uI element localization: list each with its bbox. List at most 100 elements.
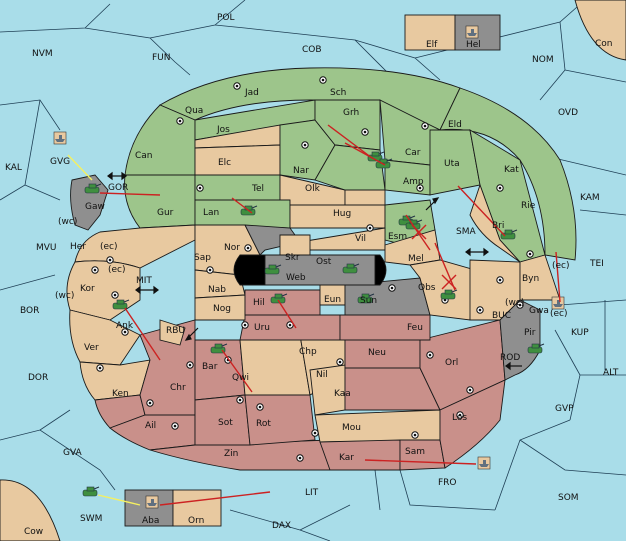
region-orn[interactable] (172, 489, 222, 527)
order-arrow (555, 251, 561, 303)
supply-center-dot (208, 268, 212, 272)
region-ank[interactable] (69, 309, 141, 366)
region-pir[interactable] (499, 299, 541, 381)
label-chp: Chp (299, 347, 317, 357)
label-elf: Elf (426, 40, 438, 50)
supply-center-dot (458, 413, 462, 417)
supply-center-dot (178, 119, 182, 123)
label-orl: Orl (445, 358, 458, 368)
label-mit: MIT (136, 276, 152, 286)
label-los: Los (452, 413, 467, 423)
fleet-unit-icon[interactable] (145, 495, 159, 509)
fleet-unit-icon[interactable] (53, 131, 67, 145)
label-tei: TEI (589, 259, 604, 269)
label-hug: Hug (333, 209, 351, 219)
army-unit-icon[interactable] (440, 289, 458, 300)
army-unit-icon[interactable] (527, 343, 545, 354)
region-elf[interactable] (404, 14, 456, 51)
label-gva: GVA (63, 448, 83, 458)
region-gur[interactable] (124, 174, 196, 229)
label-gor: GOR (108, 183, 128, 193)
order-arrow (277, 299, 297, 329)
army-unit-icon[interactable] (112, 299, 130, 310)
label-gvp: GVP (555, 404, 574, 414)
region-qwi[interactable] (239, 334, 311, 396)
label-nab: Nab (208, 285, 226, 295)
supply-center-dot (235, 84, 239, 88)
label-sot: Sot (218, 418, 233, 428)
label-mel: Mel (408, 254, 424, 264)
fleet-unit-icon[interactable] (551, 296, 565, 310)
supply-center-dot (298, 456, 302, 460)
region-bri[interactable] (469, 183, 521, 263)
label-hel: Hel (466, 40, 481, 50)
fleet-unit-icon[interactable] (465, 25, 479, 39)
region-web-ost[interactable] (264, 254, 376, 286)
army-unit-icon[interactable] (357, 293, 375, 304)
region-elc[interactable] (194, 144, 281, 176)
label-fro: FRO (438, 478, 457, 488)
army-unit-icon[interactable] (264, 264, 282, 275)
order-arrow (231, 197, 253, 214)
region-group-south (109, 314, 506, 471)
label-sun: Sun (360, 296, 377, 306)
label-ank: Ank (116, 321, 134, 331)
label-dor: DOR (28, 373, 48, 383)
region-rbu-coast[interactable] (159, 319, 186, 346)
order-arrow (457, 185, 506, 237)
label-esm: Esm (388, 232, 407, 242)
support-arrow (67, 154, 93, 181)
region-eld-kat[interactable] (439, 87, 577, 261)
label-sch: Sch (330, 88, 346, 98)
army-unit-icon[interactable] (375, 158, 393, 169)
order-arrow (221, 349, 253, 393)
label-lan: Lan (203, 208, 219, 218)
supply-center-dot (363, 130, 367, 134)
label-car: Car (405, 148, 421, 158)
land-labels: Elf Hel Jad Sch Qua Jos Grh Eld Can Elc … (55, 40, 570, 526)
label-kal: KAL (5, 163, 22, 173)
orders (67, 124, 561, 506)
label-kor-wc: (wc) (55, 291, 74, 301)
label-grh: Grh (343, 108, 359, 118)
region-los[interactable] (439, 379, 506, 469)
region-nog[interactable] (194, 294, 246, 321)
label-kat: Kat (504, 165, 519, 175)
label-pol: POL (217, 13, 235, 23)
region-olk-2[interactable] (344, 189, 386, 206)
supply-center-dot (423, 124, 427, 128)
label-amp: Amp (403, 177, 424, 187)
label-fun: FUN (152, 53, 171, 63)
army-unit-icon[interactable] (210, 343, 228, 354)
army-unit-icon[interactable] (82, 486, 100, 497)
label-eun: Eun (324, 295, 341, 305)
label-kar: Kar (339, 453, 354, 463)
label-lit: LIT (305, 488, 319, 498)
supply-center-dot (338, 360, 342, 364)
label-sap: Sap (194, 253, 211, 263)
army-unit-icon[interactable] (84, 183, 102, 194)
region-kar[interactable] (319, 439, 401, 471)
label-pir: Pir (524, 328, 536, 338)
fleet-unit-icon[interactable] (477, 456, 491, 470)
label-sam: Sam (405, 447, 425, 457)
region-tel[interactable] (194, 174, 281, 201)
label-cob: COB (302, 45, 322, 55)
label-cow: Cow (24, 527, 43, 537)
supply-center-dot (113, 293, 117, 297)
supply-center-dot (258, 405, 262, 409)
supply-center-dot (188, 363, 192, 367)
order-arrow (159, 491, 271, 506)
order-arrow (344, 142, 386, 166)
label-vil: Vil (355, 234, 366, 244)
label-rot: Rot (256, 419, 271, 429)
supply-centers (91, 76, 534, 462)
region-mou[interactable] (314, 409, 441, 443)
supply-center-dot (498, 278, 502, 282)
supply-center-dot (368, 226, 372, 230)
label-nil: Nil (316, 370, 328, 380)
army-unit-icon[interactable] (367, 151, 385, 162)
army-unit-icon[interactable] (342, 263, 360, 274)
supply-center-dot (443, 298, 447, 302)
